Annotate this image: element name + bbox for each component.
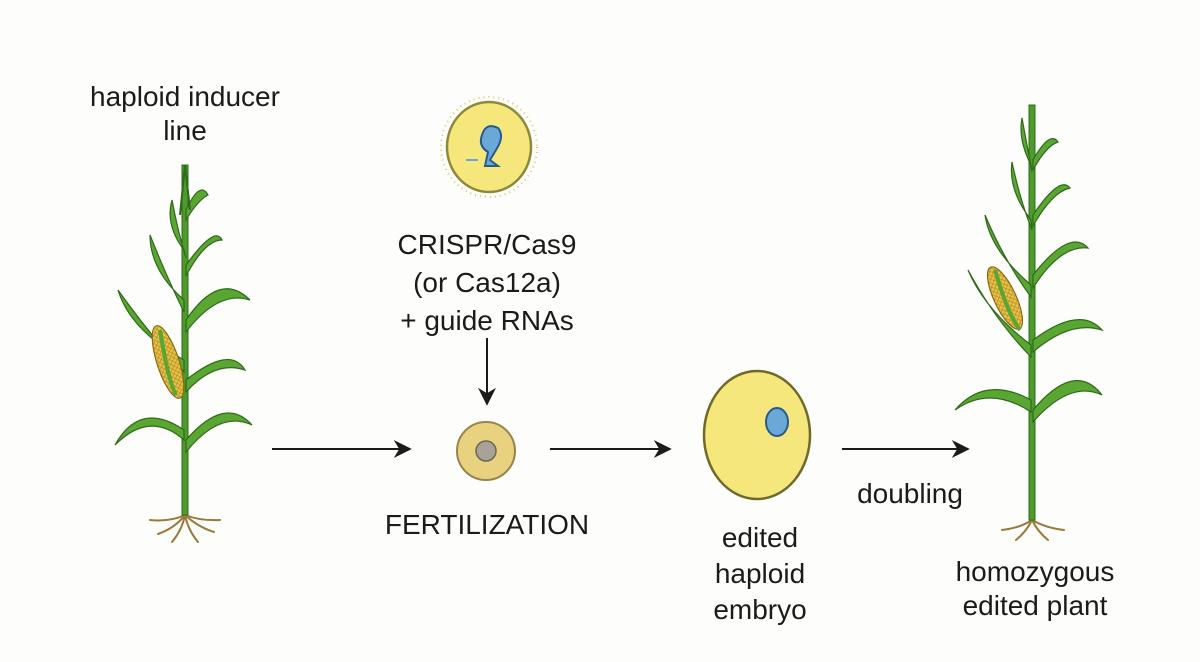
crispr-label: CRISPR/Cas9 (or Cas12a) + guide RNAs [397,229,577,336]
haploid-embryo-cell-icon [702,369,812,501]
corn-cob-icon [151,325,185,399]
result-plant-icon [954,104,1104,541]
cas-enzyme-cell-icon [440,96,538,198]
result-plant-label: homozygous edited plant [955,556,1115,621]
corn-cob-icon [986,266,1024,332]
zygote-icon [456,421,516,481]
embryo-label: edited haploid embryo [713,522,807,625]
source-plant-icon [114,164,253,543]
fertilization-label: FERTILIZATION [384,509,590,540]
doubling-label: doubling [857,478,963,509]
inducer-line-label: haploid inducer line [90,81,280,146]
